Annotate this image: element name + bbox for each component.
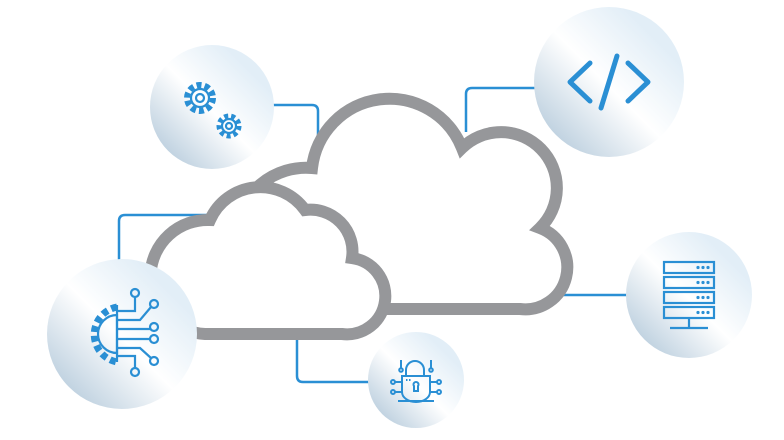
gears-node	[150, 45, 274, 169]
server-node	[626, 232, 752, 358]
code-brackets-icon	[567, 53, 651, 111]
code-node	[534, 7, 684, 157]
connector-gears	[272, 103, 320, 140]
ai-gear-node	[47, 259, 197, 409]
connector-lock	[295, 338, 372, 384]
lock-node	[368, 332, 464, 428]
connector-code	[464, 86, 540, 132]
security-lock-icon	[390, 360, 442, 403]
gear-circuit-icon	[90, 287, 160, 378]
connector-ai-gear	[117, 213, 215, 262]
server-rack-icon	[662, 260, 716, 330]
gears-icon	[184, 82, 242, 139]
